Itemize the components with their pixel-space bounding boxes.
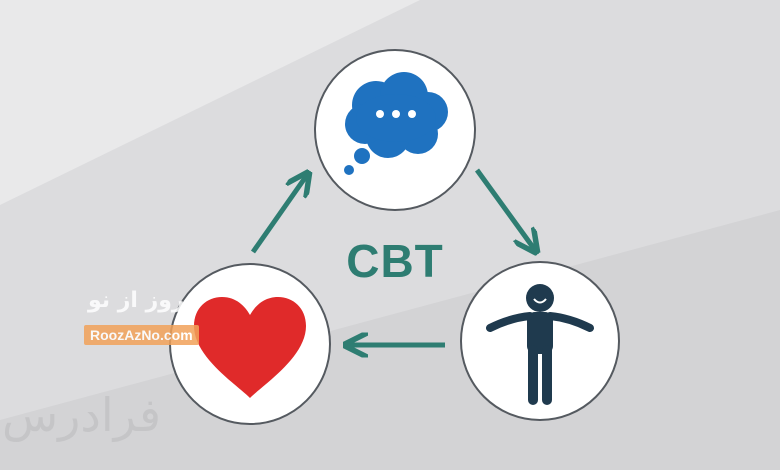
smile-icon bbox=[533, 298, 547, 304]
behaviors-node bbox=[460, 261, 620, 421]
heart-icon bbox=[194, 297, 306, 398]
arrow-feelings-to-thoughts bbox=[250, 175, 307, 254]
thoughts-node bbox=[314, 49, 476, 211]
watermark-faded: فرادرس bbox=[2, 388, 162, 442]
ellipsis-icon bbox=[376, 110, 416, 118]
arrow-thoughts-to-behaviors bbox=[474, 168, 535, 250]
watermark-title: روز از نو bbox=[88, 288, 185, 313]
feelings-node bbox=[169, 263, 331, 425]
watermark-badge: RoozAzNo.com bbox=[84, 325, 199, 345]
person-icon bbox=[486, 284, 594, 405]
thought-bubble-icon bbox=[344, 72, 448, 175]
cbt-label: CBT bbox=[346, 235, 444, 287]
